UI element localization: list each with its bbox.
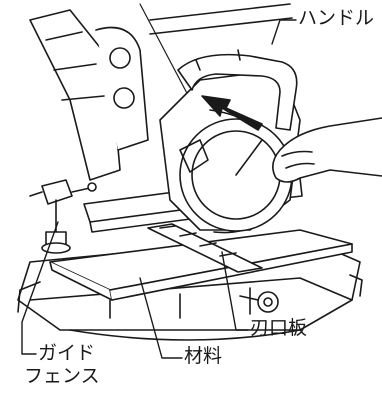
operator-hand bbox=[272, 117, 382, 183]
leader-material bbox=[139, 277, 183, 359]
leader-guide-fence bbox=[21, 221, 59, 355]
material-board bbox=[49, 229, 353, 301]
push-direction-arrow bbox=[201, 95, 263, 131]
front-knob bbox=[239, 291, 279, 313]
label-handle: ハンドル bbox=[298, 7, 375, 29]
saw-arm bbox=[29, 9, 149, 181]
leader-lines bbox=[21, 19, 297, 359]
blade-housing bbox=[159, 69, 301, 234]
blade-plate bbox=[147, 223, 263, 273]
leader-blade-plate bbox=[221, 251, 249, 331]
saw-handle bbox=[177, 49, 298, 131]
label-guide-fence-line1: ガイド bbox=[38, 342, 96, 364]
guide-fence-clamp bbox=[29, 179, 97, 254]
leader-handle bbox=[271, 19, 297, 45]
label-blade-plate: 刃口板 bbox=[250, 317, 308, 339]
label-guide-fence-line2: フェンス bbox=[24, 365, 100, 387]
label-material: 材料 bbox=[184, 345, 223, 367]
